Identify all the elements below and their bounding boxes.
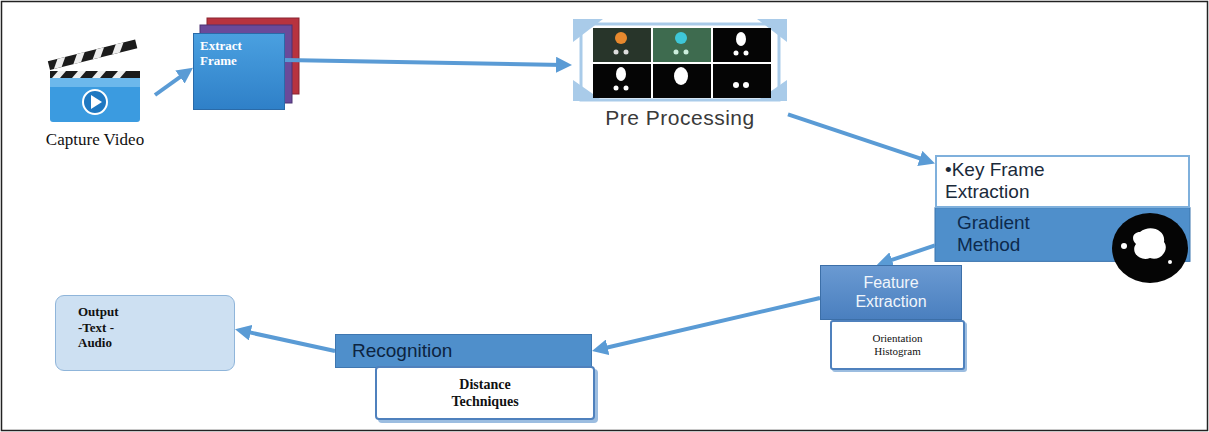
gradient-blob-picture-part	[1121, 243, 1127, 249]
preprocessing-thumbnails-part	[675, 32, 687, 44]
preprocessing-thumbnails-part	[593, 64, 651, 98]
output-box: Output -Text -Audio	[55, 295, 235, 371]
flow-arrow	[155, 72, 187, 95]
clapper-icon-part-part	[52, 57, 68, 69]
clapper-icon-part-part	[48, 39, 138, 70]
preprocessing-thumbnails-part	[624, 86, 629, 91]
video-source: Capture Video	[35, 50, 155, 150]
gradient-blob-picture-part	[1133, 228, 1166, 259]
clapper-icon-part	[50, 78, 140, 122]
process-box: Recognition	[335, 334, 592, 368]
clapper-icon-part	[91, 95, 102, 109]
flow-arrow	[600, 298, 820, 349]
preprocessing-thumbnails-part	[615, 32, 627, 44]
preprocessing-thumbnails-part	[743, 82, 749, 88]
box-label: Output -Text -Audio	[78, 304, 118, 351]
clapper-icon-part	[50, 71, 140, 78]
preprocessing-thumbnails-part	[744, 51, 749, 56]
preprocessing-thumbnails-part	[733, 82, 739, 88]
flow-arrow	[285, 60, 564, 65]
preprocessing-thumbnails	[573, 19, 787, 101]
clapper-icon-part	[92, 71, 106, 78]
box-label: Recognition	[352, 340, 452, 362]
clapper-icon-part	[50, 78, 140, 87]
preprocessing-thumbnails-part	[616, 67, 626, 81]
preprocessing-thumbnails-part	[614, 86, 619, 91]
box-label: Capture Video	[46, 130, 144, 150]
box-label: Distance Techniques	[451, 376, 518, 411]
process-box: Extract Frame	[193, 33, 285, 110]
process-box: Feature Extraction	[820, 265, 962, 320]
flow-arrow	[788, 114, 927, 161]
clapper-icon-part-part	[110, 42, 126, 54]
method-box: Distance Techniques	[375, 366, 595, 420]
process-box: •Key Frame ExtractionGradient Method	[935, 155, 1190, 261]
clapper-icon-part	[52, 71, 66, 78]
preprocessing-thumbnails-part	[684, 50, 689, 55]
box-sublabel: Gradient Method	[935, 208, 1190, 262]
preprocessing-thumbnails-part	[653, 64, 711, 98]
box-label: Feature Extraction	[831, 274, 951, 311]
clapper-icon	[48, 39, 140, 122]
preprocessing-thumbnails-part	[736, 32, 746, 46]
preprocessing-thumbnails-part	[581, 24, 779, 100]
gradient-blob-picture	[1112, 213, 1188, 283]
box-label: Pre Processing	[605, 106, 754, 130]
box-label: Extract Frame	[200, 39, 278, 69]
preprocessing-thumbnails-part	[674, 67, 688, 85]
preprocessing-thumbnails-part	[624, 50, 629, 55]
clapper-icon-part	[72, 71, 86, 78]
clapper-icon-part	[83, 90, 107, 114]
box-label: •Key Frame Extraction	[935, 155, 1190, 208]
flow-arrow	[243, 331, 335, 351]
clapper-icon-part	[112, 71, 126, 78]
preprocessing-thumbnails-part	[713, 28, 771, 62]
preprocessing-thumbnails-part	[593, 28, 651, 62]
clapper-icon-part	[48, 39, 138, 70]
image-panel: Pre Processing	[572, 18, 788, 130]
preprocessing-thumbnails-part	[674, 50, 679, 55]
method-box: Orientation Histogram	[830, 320, 965, 370]
clapper-icon-part-part	[71, 52, 87, 64]
preprocessing-thumbnails-part	[734, 51, 739, 56]
gradient-blob-picture-part	[1168, 260, 1172, 264]
preprocessing-thumbnails-part	[713, 64, 771, 98]
gradient-blob-picture-part	[1112, 213, 1188, 283]
preprocessing-thumbnails-part	[653, 28, 711, 62]
preprocessing-thumbnails-part	[614, 50, 619, 55]
box-label: Orientation Histogram	[872, 332, 922, 358]
clapper-icon-part-part	[91, 47, 107, 59]
flow-arrow	[884, 245, 935, 262]
